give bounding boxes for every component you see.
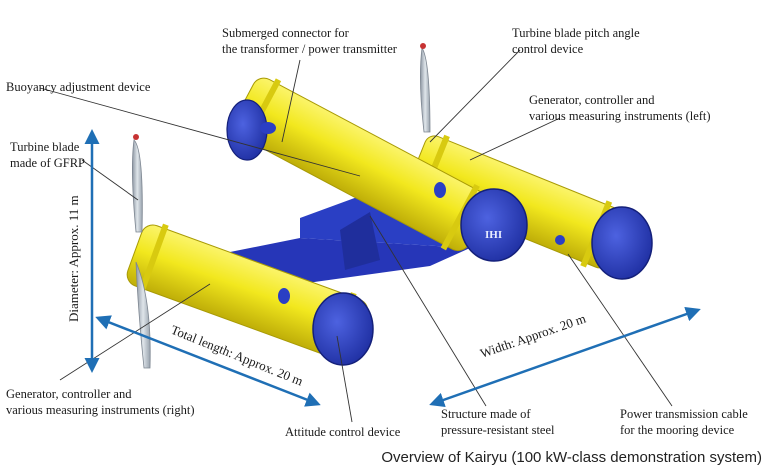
label-submerged-connector-2: the transformer / power transmitter <box>222 42 398 56</box>
label-structure-1: Structure made of <box>441 407 531 421</box>
label-attitude-control: Attitude control device <box>285 425 401 439</box>
label-generator-left-1: Generator, controller and <box>529 93 655 107</box>
ihi-logo: IHI <box>485 229 502 241</box>
turbine-blade-rear <box>420 43 431 133</box>
label-buoyancy: Buoyancy adjustment device <box>6 80 151 94</box>
diameter-label: Diameter: Approx. 11 m <box>66 195 81 322</box>
figure-caption: Overview of Kairyu (100 kW-class demonst… <box>381 449 762 466</box>
label-cable-2: for the mooring device <box>620 423 735 437</box>
float-upper-connector: IHI <box>226 77 528 262</box>
width-arrow <box>429 306 701 408</box>
label-generator-left-2: various measuring instruments (left) <box>529 109 711 123</box>
label-generator-right-1: Generator, controller and <box>6 387 132 401</box>
label-turbine-blade-1: Turbine blade <box>10 140 80 154</box>
label-cable-1: Power transmission cable <box>620 407 748 421</box>
label-pitch-control-2: control device <box>512 42 584 56</box>
label-pitch-control-1: Turbine blade pitch angle <box>512 26 640 40</box>
label-turbine-blade-2: made of GFRP <box>10 156 85 170</box>
length-arrow <box>95 315 321 407</box>
label-submerged-connector-1: Submerged connector for <box>222 26 350 40</box>
width-label: Width: Approx. 20 m <box>478 311 588 361</box>
label-structure-2: pressure-resistant steel <box>441 423 555 437</box>
dimension-arrows <box>84 129 701 408</box>
label-generator-right-2: various measuring instruments (right) <box>6 403 195 417</box>
